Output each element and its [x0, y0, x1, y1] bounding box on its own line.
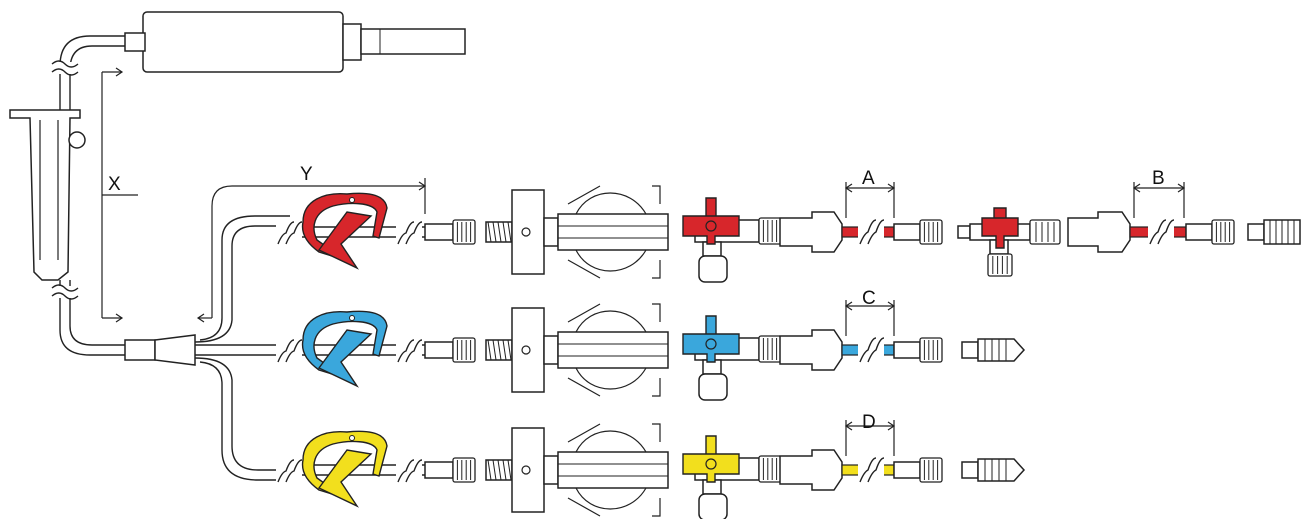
threaded-connector	[485, 459, 513, 481]
luer-lock-nut	[452, 219, 476, 245]
lines-layer	[276, 182, 1026, 521]
drip-chamber	[9, 109, 86, 281]
dimension-c	[844, 300, 896, 336]
luer-lock-nut	[452, 337, 476, 363]
tube-break	[396, 218, 423, 248]
reservoir-container	[124, 11, 466, 73]
extension-nut	[919, 457, 943, 483]
label-x: X	[108, 174, 121, 195]
extension-nut	[919, 219, 943, 245]
extension-tip	[893, 341, 921, 359]
stopcock-cap	[758, 335, 782, 363]
three-way-lower-cap	[987, 253, 1013, 277]
three-way-right-cap	[1029, 219, 1061, 245]
dimension-d	[844, 420, 896, 456]
tube-break	[1148, 216, 1175, 248]
threaded-connector	[485, 339, 513, 361]
stopcock-cap	[758, 217, 782, 245]
threaded-connector	[485, 221, 513, 243]
red-end-cap-base	[1247, 223, 1265, 241]
flange-hole	[521, 345, 531, 355]
dimension-y: Y	[196, 164, 427, 323]
b-nut	[1211, 219, 1235, 245]
blue-end-cap	[961, 338, 1026, 362]
label-c: C	[862, 288, 876, 309]
luer-tip	[424, 223, 454, 241]
flange-collar	[543, 335, 559, 365]
b-connector	[1067, 211, 1131, 253]
luer-lock-nut	[452, 457, 476, 483]
tube-break	[396, 336, 423, 366]
extension-tip	[893, 461, 921, 479]
tube-break	[276, 218, 303, 248]
flange-collar	[543, 455, 559, 485]
label-d: D	[862, 412, 876, 433]
roller-clamp	[301, 430, 388, 508]
label-y: Y	[300, 164, 313, 185]
luer-tip	[424, 341, 454, 359]
label-b: B	[1152, 168, 1165, 189]
pump-segment	[557, 185, 669, 279]
pump-segment	[557, 303, 669, 397]
stopcock	[682, 315, 782, 401]
outlet-connector	[779, 211, 843, 253]
stopcock-cap	[758, 455, 782, 483]
tube-break	[858, 334, 885, 366]
red-line	[276, 182, 943, 283]
outlet-connector	[779, 449, 843, 491]
three-way-handle	[981, 207, 1019, 249]
three-way-inlet	[957, 225, 971, 239]
label-a: A	[862, 168, 875, 189]
tube-break	[396, 456, 423, 486]
extension-nut	[919, 337, 943, 363]
stopcock	[682, 197, 782, 283]
roller-clamp	[301, 310, 388, 388]
blue-line	[276, 300, 943, 401]
b-tip	[1185, 223, 1213, 241]
extension-tip	[893, 223, 921, 241]
stopcock	[682, 435, 782, 521]
luer-tip	[424, 461, 454, 479]
supply-tubing	[51, 35, 125, 356]
tube-break	[276, 336, 303, 366]
pump-segment	[557, 423, 669, 517]
yellow-end-cap	[961, 458, 1026, 482]
dimension-x: X	[101, 67, 138, 323]
outlet-connector	[779, 329, 843, 371]
manifold	[124, 215, 290, 481]
yellow-line	[276, 420, 943, 521]
tube-break	[276, 456, 303, 486]
tube-break	[858, 216, 885, 248]
flange-hole	[521, 227, 531, 237]
tube-break	[858, 454, 885, 486]
flange-hole	[521, 465, 531, 475]
dimension-a	[844, 182, 896, 218]
dimension-b	[1132, 182, 1186, 218]
roller-clamp	[301, 192, 388, 270]
flange-collar	[543, 217, 559, 247]
red-line-extension	[957, 182, 1301, 277]
